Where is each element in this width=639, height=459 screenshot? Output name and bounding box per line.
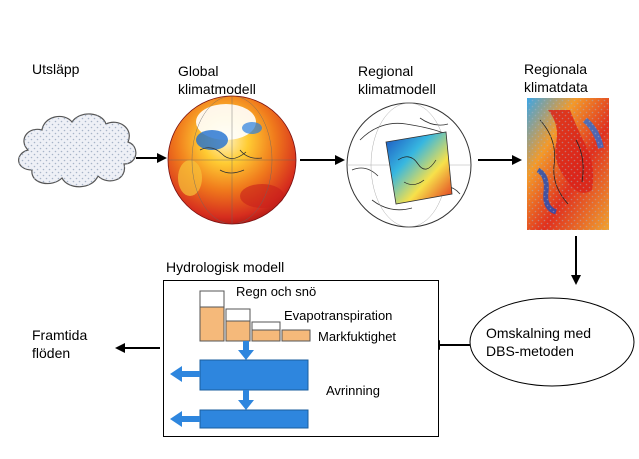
evap-store-top [225,308,251,322]
rain-snow-label: Regn och snö [236,284,317,299]
cloud-icon [18,113,137,188]
future-flows-label: Framtida flöden [32,327,88,361]
hydro-title: Hydrologisk modell [166,259,285,275]
upper-outflow [180,371,200,377]
rain-store [199,306,225,342]
percolation-flow [243,341,249,351]
emissions-label: Utsläpp [32,61,80,77]
soil-moisture-label: Markfuktighet [318,329,397,344]
percolation-arrow-icon [238,350,254,360]
deep-flow [243,390,249,402]
snow-store [199,290,225,308]
regional-data-label: Regionala klimatdata [524,61,588,95]
lower-outflow [180,416,200,422]
regional-globe-icon [346,102,472,228]
runoff-label: Avrinning [326,383,380,398]
soil-store-a [251,329,281,342]
global-model-label: Global klimatmodell [178,63,256,97]
rescaling-label: Omskalning med DBS-metoden [486,325,592,359]
evap-store [225,320,251,342]
rescaling-node [469,297,635,387]
evapotranspiration-label: Evapotranspiration [284,308,393,323]
lower-reservoir [199,409,309,429]
regional-map-icon [527,98,609,230]
upper-outflow-arrow-icon [170,366,182,382]
global-globe-icon [167,95,297,225]
soil-store-b [281,329,311,342]
regional-model-label: Regional klimatmodell [358,63,436,97]
lower-outflow-arrow-icon [170,411,182,427]
soil-store-top [251,321,281,331]
upper-reservoir [199,359,309,391]
deep-flow-arrow-icon [238,400,254,410]
